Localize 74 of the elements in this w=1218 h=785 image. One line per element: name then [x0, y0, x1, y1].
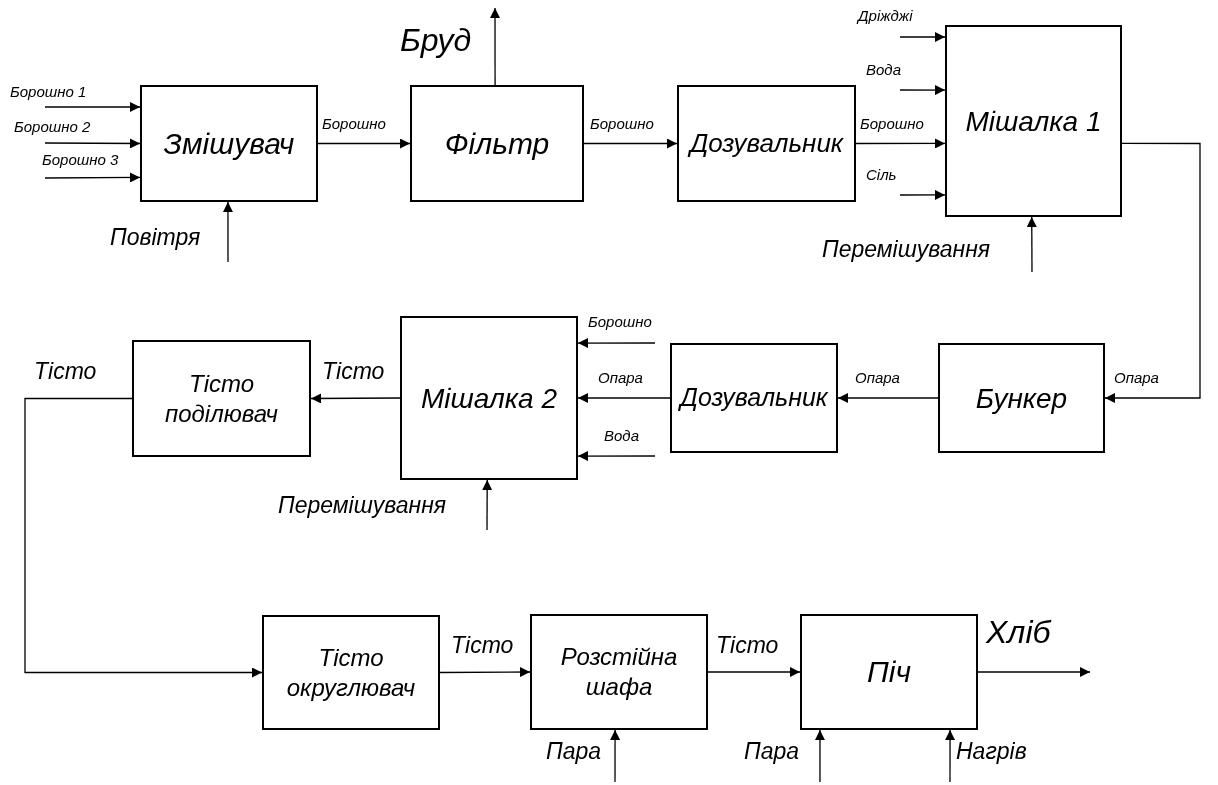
edge-label: Дріжджі	[858, 8, 913, 23]
process-box	[140, 85, 318, 202]
edge-label: Перемішування	[278, 494, 447, 517]
process-box	[132, 340, 311, 457]
edge-label: Борошно	[322, 116, 386, 131]
arrow	[814, 729, 825, 783]
edge-label: Борошно 2	[14, 119, 91, 134]
edge-label: Пара	[546, 740, 602, 763]
box-label: Піч	[867, 654, 911, 691]
box-label: Тісто поділювач	[164, 368, 279, 429]
edge-label: Хліб	[986, 616, 1051, 648]
arrow	[44, 102, 141, 112]
edge-label: Перемішування	[822, 238, 991, 261]
process-box	[262, 615, 440, 730]
edge-label: Тісто	[451, 634, 514, 657]
arrow	[855, 138, 946, 149]
arrow	[899, 189, 946, 200]
edge-label: Тісто	[34, 360, 97, 383]
edge-label: Пара	[744, 740, 800, 763]
box-label: Мішалка 1	[965, 104, 1102, 139]
edge-label: Вода	[866, 62, 901, 77]
box-label: Тісто округлювач	[286, 642, 416, 703]
arrow	[707, 667, 801, 677]
arrow	[439, 667, 531, 678]
arrow	[945, 729, 956, 783]
arrow	[577, 393, 671, 403]
box-label: Розстійна шафа	[559, 642, 679, 702]
arrow	[899, 85, 946, 96]
box-label: Дозувальник	[689, 127, 844, 160]
process-box	[938, 343, 1105, 453]
arrow	[577, 451, 656, 462]
process-box	[670, 343, 838, 453]
arrow	[482, 479, 493, 531]
process-box	[400, 316, 578, 480]
edge-label: Борошно	[860, 116, 924, 131]
box-label: Фільтр	[444, 125, 550, 162]
arrow	[583, 138, 678, 149]
arrow	[310, 393, 401, 404]
process-box	[945, 25, 1122, 217]
arrow	[1104, 142, 1201, 403]
edge-label: Опара	[598, 370, 643, 385]
edge-label: Борошно	[590, 116, 654, 131]
arrow	[24, 397, 263, 678]
process-box	[410, 85, 584, 202]
box-label: Бункер	[975, 381, 1068, 416]
arrow	[222, 201, 233, 263]
arrow	[577, 338, 656, 349]
edge-label: Нагрів	[956, 740, 1027, 763]
edge-label: Опара	[855, 370, 900, 385]
process-box	[800, 614, 978, 730]
arrow	[317, 138, 411, 149]
box-label: Дозувальник	[680, 382, 828, 414]
process-box	[530, 614, 708, 730]
edge-label: Бруд	[400, 24, 472, 56]
edge-label: Сіль	[866, 167, 897, 182]
edge-label: Борошно	[588, 314, 652, 329]
edge-label: Вода	[604, 428, 639, 443]
edge-label: Тісто	[322, 360, 385, 383]
edge-label: Повітря	[110, 226, 201, 249]
box-label: Мішалка 2	[421, 381, 557, 416]
arrow	[610, 729, 621, 783]
edge-label: Тісто	[716, 634, 779, 657]
edge-label: Опара	[1114, 370, 1159, 385]
arrow	[837, 393, 939, 403]
arrow	[977, 667, 1091, 677]
arrow	[490, 7, 500, 86]
arrow	[899, 32, 946, 42]
arrow	[44, 172, 141, 183]
arrow	[1026, 216, 1037, 273]
edge-label: Борошно 1	[10, 84, 87, 99]
edge-label: Борошно 3	[42, 152, 119, 167]
box-label: Змішувач	[163, 125, 295, 162]
arrow	[44, 138, 141, 149]
process-box	[677, 85, 856, 202]
